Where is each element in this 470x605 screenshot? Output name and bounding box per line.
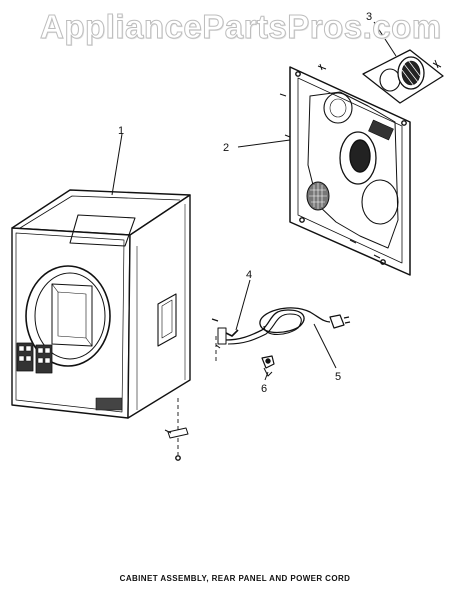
- cabinet-assembly: [11, 189, 191, 419]
- cabinet-screws: [164, 336, 217, 461]
- power-cord: [211, 307, 351, 349]
- watermark: AppliancePartsPros.com: [40, 8, 442, 46]
- callout-4: 4: [246, 269, 252, 281]
- callout-1: 1: [118, 125, 124, 137]
- callout-3: 3: [366, 11, 372, 23]
- leader-lines: [111, 21, 397, 381]
- access-plate-with-cap: [362, 49, 444, 104]
- callout-6: 6: [261, 383, 267, 395]
- callout-5: 5: [335, 371, 341, 383]
- callout-2: 2: [223, 142, 229, 154]
- rear-panel: [279, 63, 411, 276]
- cord-terminal: [261, 355, 275, 377]
- diagram-caption: CABINET ASSEMBLY, REAR PANEL AND POWER C…: [119, 574, 351, 583]
